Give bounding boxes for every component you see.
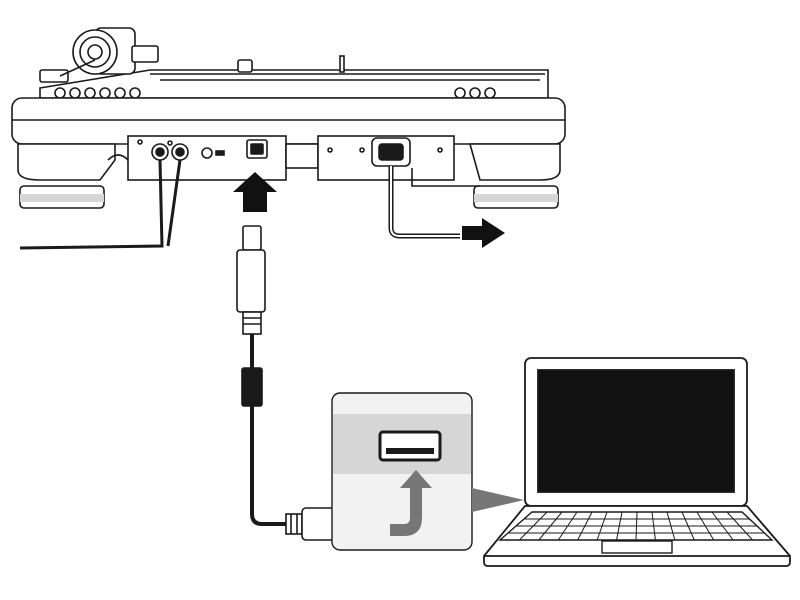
right-foot-housing	[468, 143, 561, 181]
spindle-knob	[237, 59, 253, 73]
keyboard-col-line	[596, 511, 608, 541]
keyboard-col-line	[711, 511, 734, 541]
insert-arrow-icon	[390, 470, 432, 536]
keyboard-col-line	[726, 511, 753, 541]
panel-screw	[327, 147, 333, 153]
laptop-icon	[483, 357, 791, 567]
keyboard-col-line	[696, 511, 715, 541]
arrow-to-outlet-icon	[462, 218, 505, 248]
arrow-up-icon	[233, 172, 277, 212]
usb-b-plug-body	[236, 249, 266, 313]
usb-a-port-icon	[378, 430, 442, 462]
left-foot-housing	[17, 143, 116, 181]
keyboard-col-line	[577, 511, 593, 541]
ground-screw	[201, 147, 213, 159]
panel-screw	[437, 147, 443, 153]
rca-jack-icon	[151, 140, 189, 161]
keyboard-keys	[508, 511, 765, 541]
usb-b-plug-strain	[242, 311, 262, 335]
turntable	[11, 27, 566, 209]
usb-b-plug-tip	[242, 225, 262, 251]
body-curve	[107, 154, 129, 161]
keyboard-col-line	[666, 511, 676, 541]
mode-switch	[215, 150, 225, 156]
keyboard-col-line	[519, 511, 548, 541]
computer-usb-port-panel	[331, 392, 473, 551]
ferrite-core	[241, 367, 263, 407]
panel-screw	[359, 147, 365, 153]
deck-pin	[339, 55, 345, 73]
rear-panel-gap	[285, 143, 319, 169]
keyboard-col-line	[651, 511, 656, 541]
touchpad	[601, 540, 673, 554]
laptop-screen	[537, 369, 735, 493]
keyboard-col-line	[681, 511, 695, 541]
panel-screw	[137, 139, 143, 145]
keyboard-col-line	[616, 511, 623, 541]
tonearm	[39, 27, 159, 83]
rca-cable	[19, 159, 164, 250]
keyboard-col-line	[635, 511, 638, 541]
turntable-body	[11, 97, 566, 145]
keyboard-col-line	[557, 511, 578, 541]
usb-b-port-icon	[246, 139, 268, 159]
usb-a-plug-strain	[285, 513, 303, 535]
power-inlet-icon	[371, 137, 411, 167]
pointer-to-laptop-icon	[472, 488, 524, 512]
keyboard-col-line	[538, 511, 563, 541]
